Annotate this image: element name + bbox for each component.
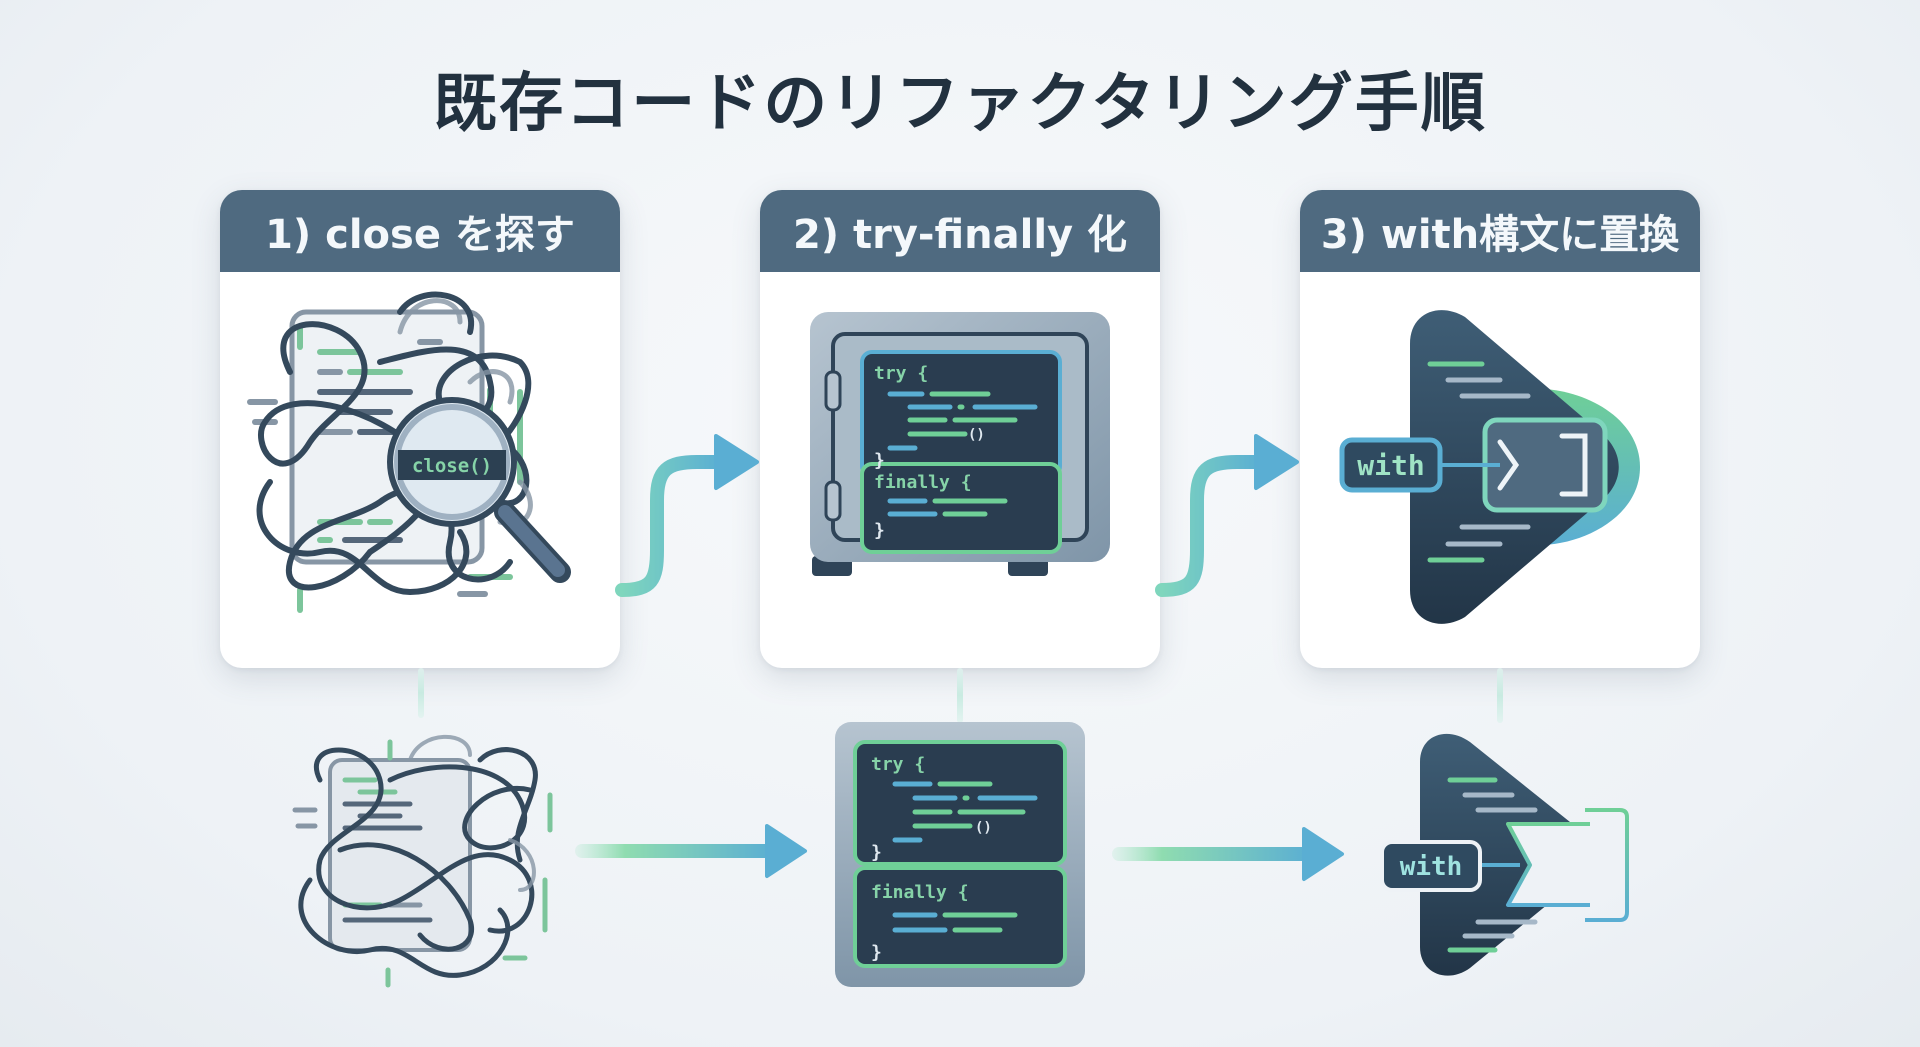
chevron-right-icon bbox=[1497, 439, 1520, 491]
code-close-brace: } bbox=[874, 450, 885, 471]
safe-hinge-top bbox=[824, 370, 842, 412]
safe-try-finally-icon: try { () } finally { } bbox=[810, 312, 1110, 576]
finally-block bbox=[860, 462, 1062, 554]
step-1-illustration: close() bbox=[220, 272, 620, 668]
tangled-code-icon bbox=[292, 734, 553, 988]
with-badge-small bbox=[1380, 840, 1482, 892]
tangled-code-magnifier-icon: close() bbox=[247, 291, 571, 613]
play-triangle-small bbox=[1420, 733, 1585, 976]
arrow-bottom-2 bbox=[1112, 823, 1352, 883]
with-context-small-icon: with bbox=[1380, 733, 1629, 976]
step-2-illustration: try { () } finally { } bbox=[760, 272, 1160, 668]
bracket-outline bbox=[1585, 808, 1629, 922]
with-context-icon: with bbox=[1339, 310, 1640, 624]
close-badge-text: close() bbox=[412, 455, 492, 477]
step-card-2: 2) try-finally 化 try { bbox=[760, 190, 1160, 668]
page-title: 既存コードのリファクタリング手順 bbox=[433, 67, 1487, 141]
bottom-safe: try { () } finally { } bbox=[835, 722, 1085, 987]
safe-try-finally-small-icon: try { () } finally { } bbox=[835, 722, 1085, 987]
step-2-header: 2) try-finally 化 bbox=[760, 190, 1160, 272]
step-card-3: 3) with構文に置換 bbox=[1300, 190, 1700, 668]
bottom-tangled-code bbox=[270, 720, 570, 1000]
step-3-header: 3) with構文に置換 bbox=[1300, 190, 1700, 272]
connector-line-1 bbox=[418, 668, 424, 718]
arrow-step2-to-step3 bbox=[1152, 420, 1312, 620]
with-badge bbox=[1339, 437, 1443, 493]
code-try-small: try { bbox=[871, 754, 925, 775]
safe-hinge-bottom bbox=[824, 480, 842, 522]
step-3-illustration: with bbox=[1300, 272, 1700, 668]
arrow-bottom-1 bbox=[575, 820, 815, 880]
code-call-small: () bbox=[975, 820, 992, 836]
with-keyword: with bbox=[1357, 449, 1424, 482]
code-finally-small: finally { bbox=[871, 882, 969, 903]
step-card-1: 1) close を探す bbox=[220, 190, 620, 668]
arrow-step1-to-step2 bbox=[612, 420, 772, 620]
bottom-with: with bbox=[1370, 722, 1640, 992]
connector-line-3 bbox=[1497, 668, 1503, 723]
try-block-small bbox=[853, 740, 1067, 866]
code-call: () bbox=[968, 427, 985, 443]
code-close-brace-2: } bbox=[874, 520, 885, 541]
code-close-small: } bbox=[871, 842, 882, 863]
with-keyword-small: with bbox=[1400, 852, 1463, 882]
step-1-header: 1) close を探す bbox=[220, 190, 620, 272]
code-close-small-2: } bbox=[871, 942, 882, 963]
bracket-icon bbox=[1559, 433, 1588, 497]
connector-line-2 bbox=[957, 668, 963, 723]
context-notch bbox=[1506, 822, 1590, 907]
code-try: try { bbox=[874, 363, 928, 384]
code-finally: finally { bbox=[874, 472, 972, 493]
close-badge-bg bbox=[398, 450, 506, 480]
